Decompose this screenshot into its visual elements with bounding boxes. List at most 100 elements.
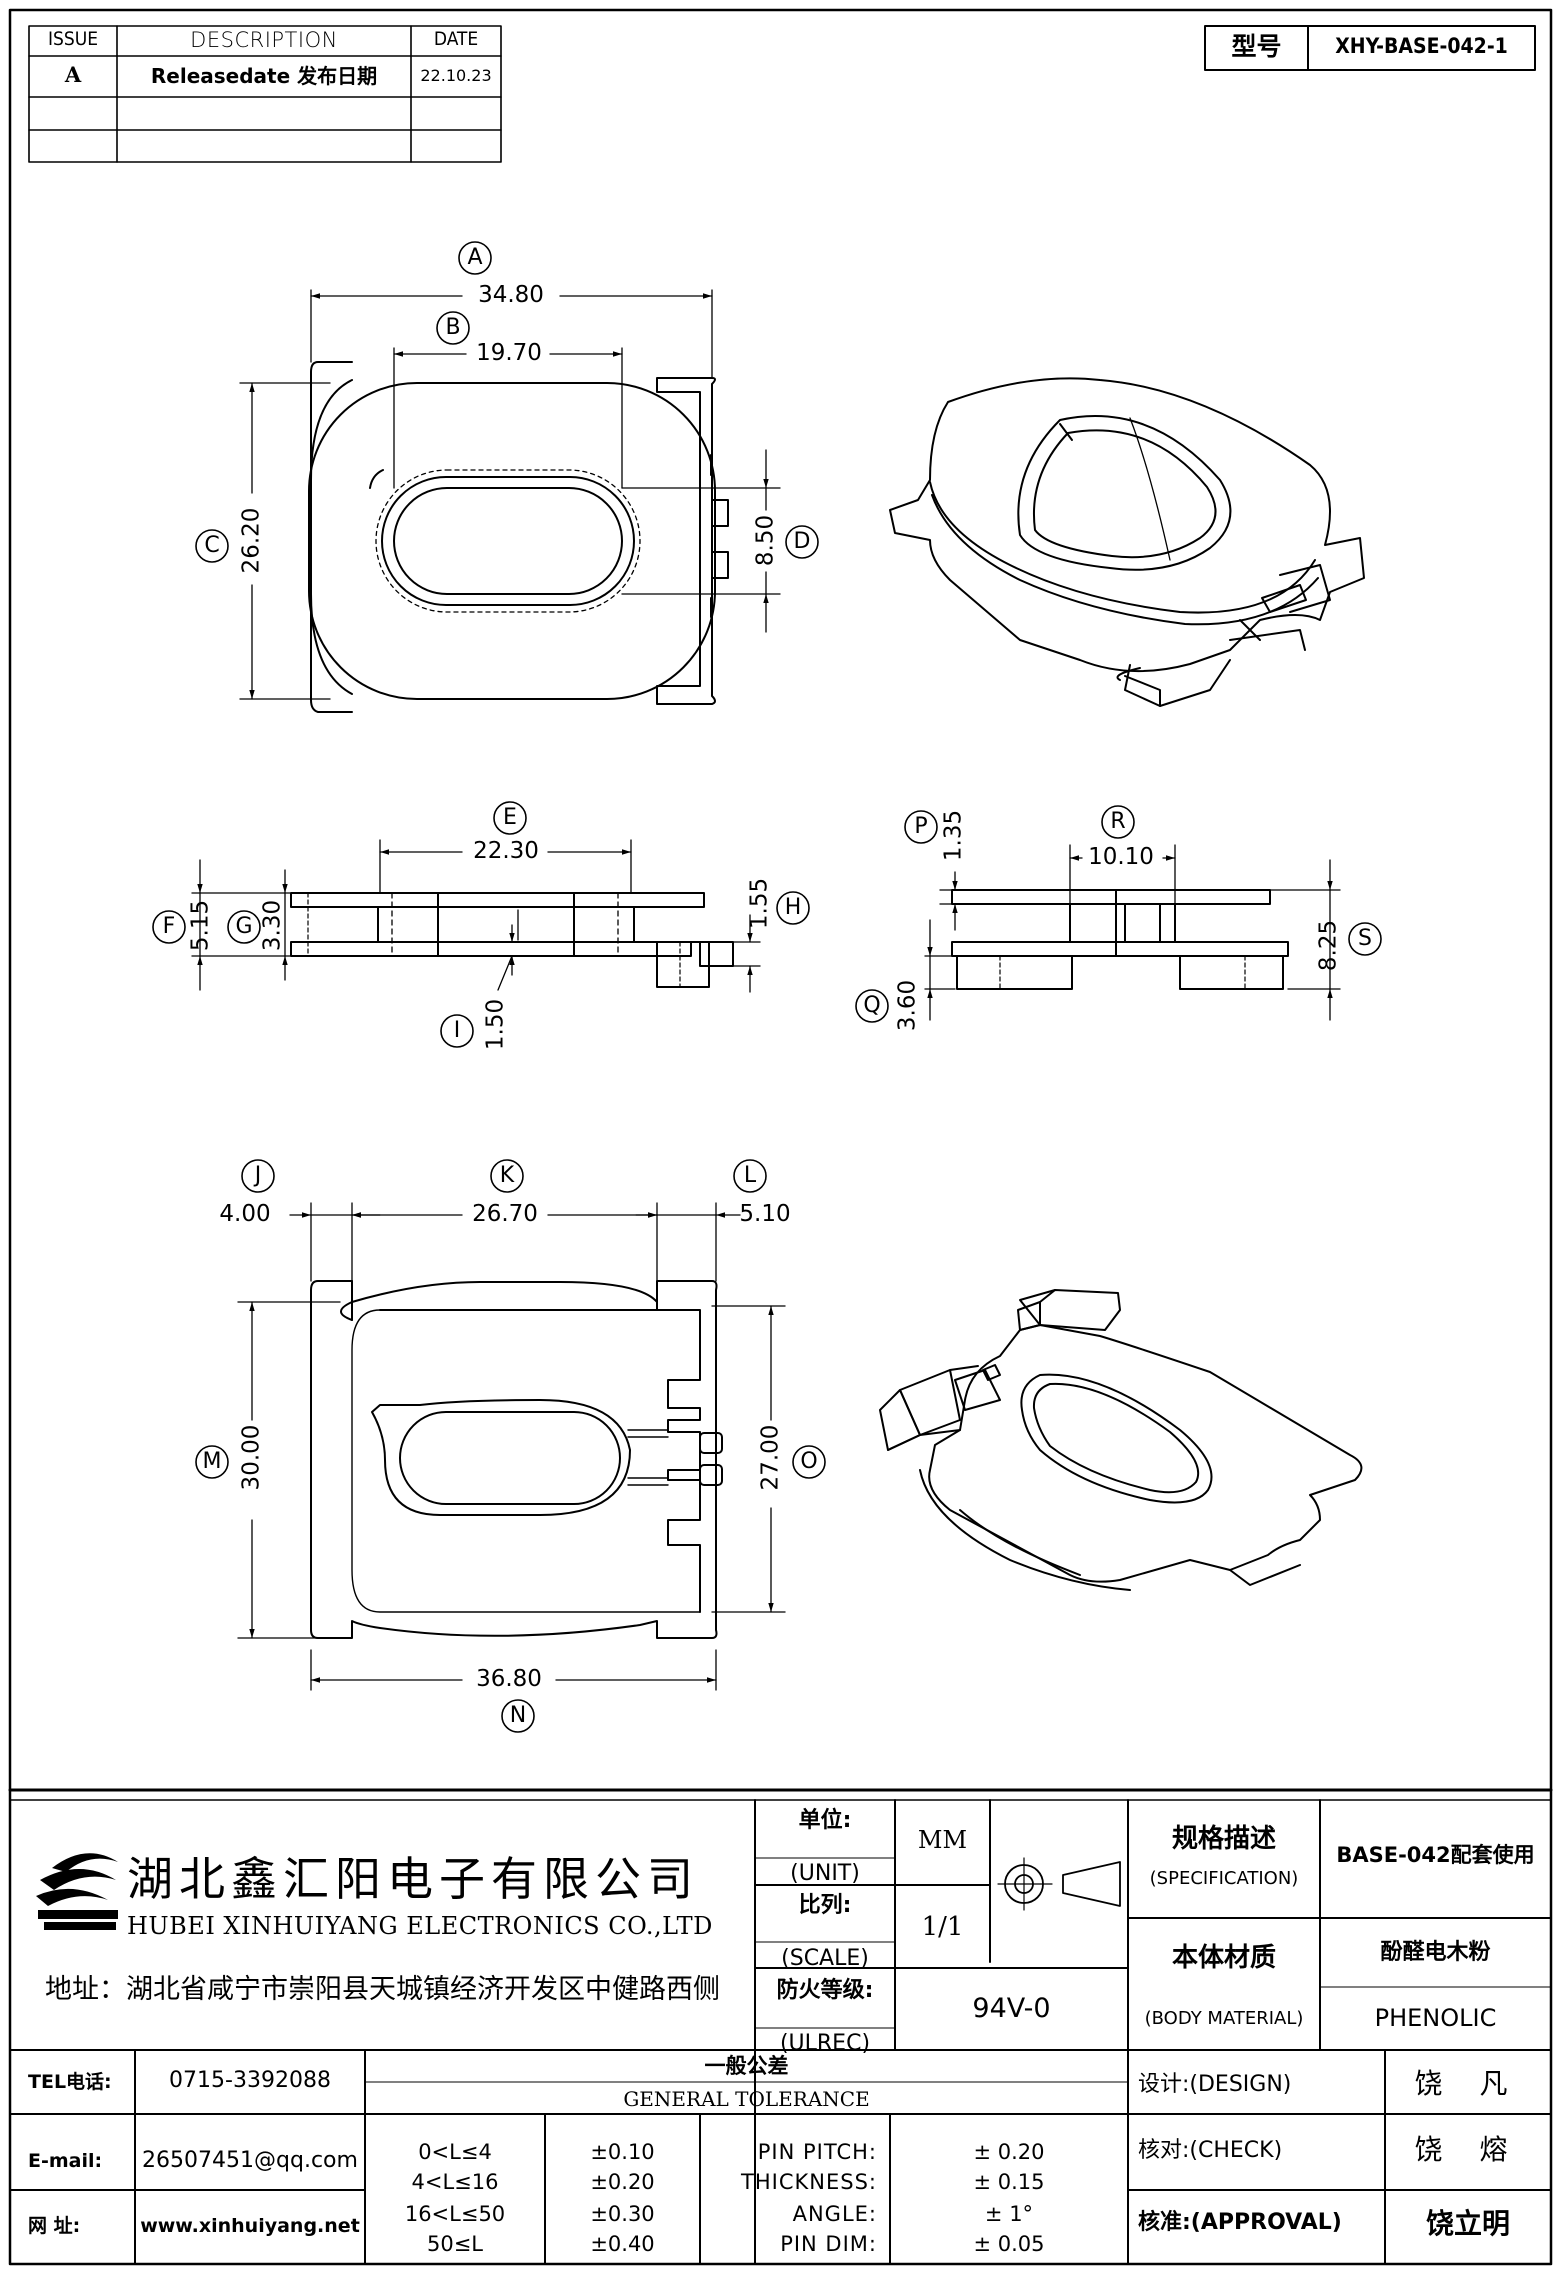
tolerance-value-2: ±0.20 [590,2170,655,2194]
iso-view-top [889,377,1365,707]
marker-h: H [784,895,802,920]
side-view-dimensions [191,839,761,993]
dim-q-value: 3.60 [894,979,921,1032]
approval-name: 饶立明 [1425,2207,1510,2240]
design-name: 饶 凡 [1414,2067,1522,2100]
marker-p: P [914,814,928,839]
dim-h-value: 1.55 [746,877,773,930]
approval-label: 核准:(APPROVAL) [1138,2210,1342,2235]
iso-view-bottom [879,1289,1363,1591]
marker-i: I [453,1018,461,1043]
material-value-en: PHENOLIC [1374,2004,1497,2032]
bottom-view [310,1280,723,1639]
sheet-border [8,8,1553,2266]
marker-q: Q [863,993,881,1018]
tel-value: 0715-3392088 [169,2068,331,2093]
revision-row-date: 22.10.23 [420,66,492,85]
tolerance-thickness-label: THICKNESS: [741,2170,877,2194]
email-label: E-mail: [28,2150,103,2172]
projection-symbol [997,1857,1121,1911]
tolerance-range-3: 16<L≤50 [404,2202,506,2226]
marker-g: G [235,914,253,939]
tolerance-value-4: ±0.40 [590,2232,655,2256]
marker-m: M [202,1449,222,1474]
unit-value: MM [917,1826,968,1854]
tolerance-value-3: ±0.30 [590,2202,655,2226]
material-label-en: (BODY MATERIAL) [1144,2008,1304,2029]
dim-s-value: 8.25 [1315,919,1342,972]
unit-label-en: (UNIT) [790,1861,860,1886]
marker-s: S [1358,926,1372,951]
dim-i-value: 1.50 [482,998,509,1051]
dim-m-value: 30.00 [238,1424,265,1491]
dim-a-value: 34.80 [478,282,544,308]
email-value: 26507451@qq.com [142,2148,358,2173]
tel-label: TEL电话: [28,2071,112,2093]
tolerance-pin-pitch-value: ± 0.20 [973,2140,1045,2164]
ulrec-label-cn: 防火等级: [776,1978,874,2003]
check-name: 饶 熔 [1414,2133,1522,2166]
material-label-cn: 本体材质 [1171,1943,1276,1973]
design-label: 设计:(DESIGN) [1138,2072,1292,2097]
tolerance-range-1: 0<L≤4 [418,2140,492,2164]
tolerance-title-cn: 一般公差 [704,2054,789,2078]
company-name-en: HUBEI XINHUIYANG ELECTRONICS CO.,LTD [127,1912,713,1940]
tolerance-angle-label: ANGLE: [792,2202,877,2226]
dim-k-value: 26.70 [472,1201,538,1227]
revision-header-date: DATE [433,28,479,50]
dim-p-value: 1.35 [940,809,967,862]
tolerance-pin-dim-label: PIN DIM: [780,2232,877,2256]
company-name-cn: 湖北鑫汇阳电子有限公司 [127,1852,699,1906]
model-label: 型号 [1231,32,1282,61]
company-address: 地址：湖北省咸宁市崇阳县天城镇经济开发区中健路西侧 [45,1974,720,2005]
unit-label-cn: 单位: [798,1808,852,1833]
tolerance-title-en: GENERAL TOLERANCE [623,2087,870,2111]
dim-e-value: 22.30 [473,838,539,864]
tolerance-pin-pitch-label: PIN PITCH: [757,2140,877,2164]
marker-k: K [499,1163,515,1188]
company-logo [36,1853,118,1930]
title-block-grid [8,1788,1553,2265]
spec-label-cn: 规格描述 [1171,1824,1276,1854]
bottom-view-dimensions [237,1202,786,1691]
ulrec-value: 94V-0 [972,1993,1051,2024]
marker-l: L [743,1163,757,1188]
dim-j-value: 4.00 [219,1201,271,1227]
tolerance-thickness-value: ± 0.15 [973,2170,1045,2194]
marker-r: R [1110,809,1126,834]
material-value-cn: 酚醛电木粉 [1380,1940,1491,1965]
tolerance-range-2: 4<L≤16 [411,2170,499,2194]
dim-r-value: 10.10 [1088,844,1154,870]
dimension-markers [152,241,1382,1733]
dim-l-value: 5.10 [739,1201,791,1227]
revision-header-issue: ISSUE [47,28,99,50]
revision-table-grid [28,25,502,163]
dim-g-value: 3.30 [259,899,286,952]
revision-row-issue: A [64,62,82,87]
scale-value: 1/1 [921,1912,964,1942]
spec-value: BASE-042配套使用 [1336,1843,1535,1867]
spec-label-en: (SPECIFICATION) [1149,1868,1299,1889]
marker-f: F [162,914,176,939]
marker-o: O [800,1449,818,1474]
tolerance-range-4: 50≤L [426,2232,484,2256]
marker-j: J [254,1163,262,1188]
front-view-dimensions [924,844,1341,1021]
dim-b-value: 19.70 [476,340,542,366]
tolerance-value-1: ±0.10 [590,2140,655,2164]
marker-b: B [445,315,461,340]
front-view [951,889,1289,990]
dim-o-value: 27.00 [757,1424,784,1491]
check-label: 核对:(CHECK) [1138,2138,1283,2163]
marker-e: E [503,805,517,830]
marker-c: C [204,533,220,558]
side-view [290,892,734,988]
top-view [308,361,729,713]
dim-n-value: 36.80 [476,1666,542,1692]
scale-label-cn: 比列: [798,1893,852,1918]
model-box-grid [1204,25,1536,71]
top-view-dimensions [239,289,781,700]
marker-n: N [509,1703,527,1728]
revision-header-description: DESCRIPTION [190,28,338,52]
